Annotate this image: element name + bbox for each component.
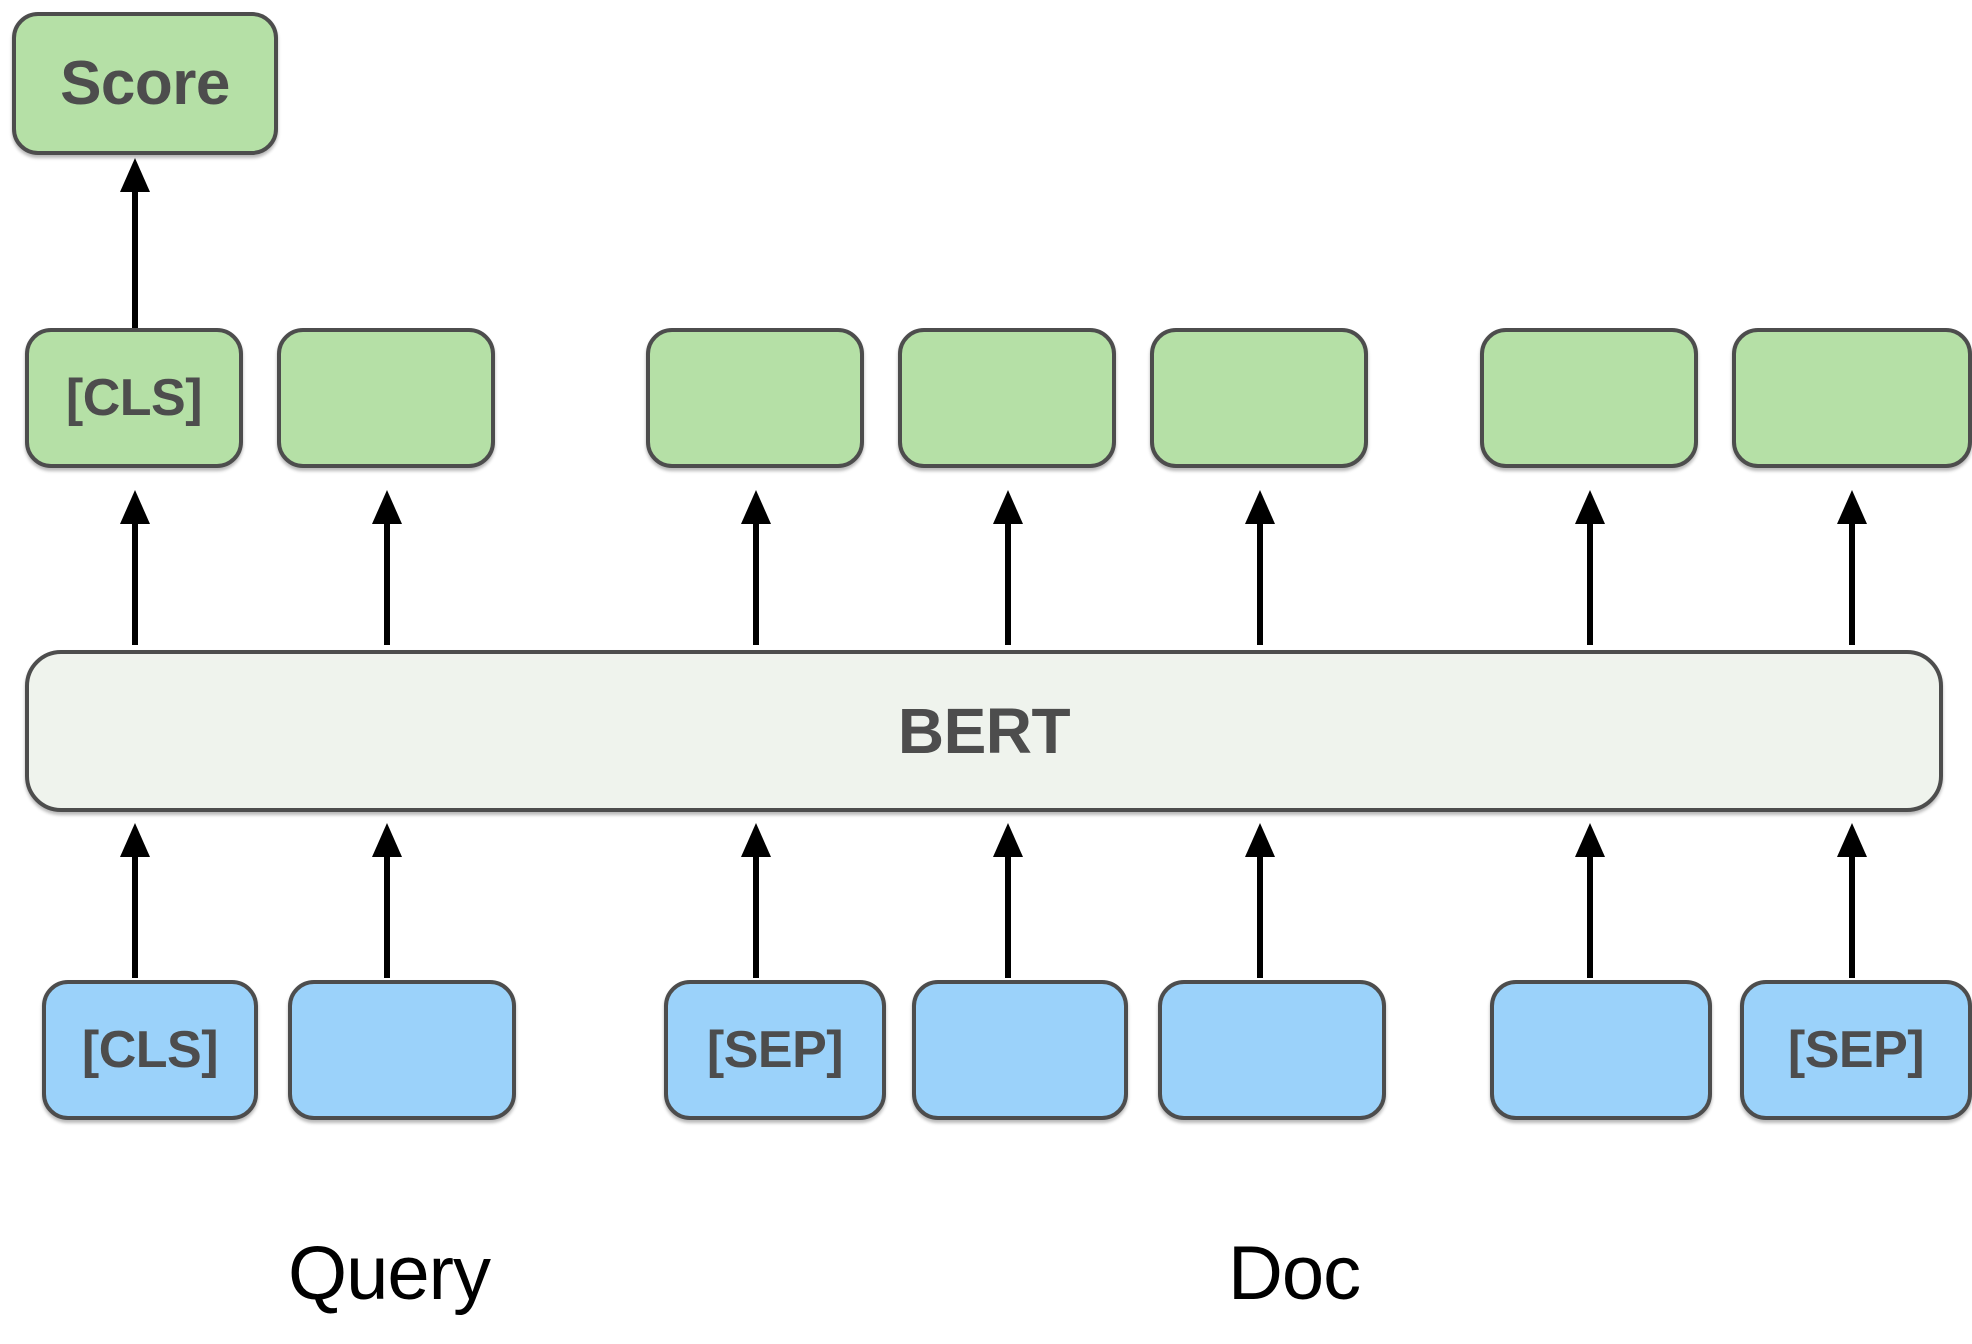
bert-to-output-arrow-3	[986, 490, 1030, 645]
input-token-2[interactable]: [SEP]	[664, 980, 886, 1120]
input-token-6[interactable]: [SEP]	[1740, 980, 1972, 1120]
input-token-6-label: [SEP]	[1787, 1021, 1925, 1079]
input-token-0[interactable]: [CLS]	[42, 980, 258, 1120]
output-token-0[interactable]: [CLS]	[25, 328, 243, 468]
input-to-bert-arrow-2	[734, 823, 778, 978]
output-token-2[interactable]	[646, 328, 864, 468]
input-token-3[interactable]	[912, 980, 1128, 1120]
bert-to-output-arrow-6	[1830, 490, 1874, 645]
output-token-0-label: [CLS]	[65, 369, 203, 427]
input-token-4[interactable]	[1158, 980, 1386, 1120]
bert-to-output-arrow-5	[1568, 490, 1612, 645]
input-to-bert-arrow-4	[1238, 823, 1282, 978]
input-to-bert-arrow-1	[365, 823, 409, 978]
input-to-bert-arrow-0	[113, 823, 157, 978]
input-token-2-label: [SEP]	[706, 1021, 844, 1079]
input-to-bert-arrow-3	[986, 823, 1030, 978]
bert-to-output-arrow-2	[734, 490, 778, 645]
bert-to-output-arrow-0	[113, 490, 157, 645]
input-token-0-label: [CLS]	[81, 1021, 219, 1079]
input-token-1[interactable]	[288, 980, 516, 1120]
bert-to-output-arrow-1	[365, 490, 409, 645]
score-box[interactable]: Score	[12, 12, 278, 155]
output-token-3[interactable]	[898, 328, 1116, 468]
bert-encoder-box[interactable]: BERT	[25, 650, 1943, 812]
output-token-6[interactable]	[1732, 328, 1972, 468]
output-token-4[interactable]	[1150, 328, 1368, 468]
bert-to-output-arrow-4	[1238, 490, 1282, 645]
bert-label: BERT	[897, 695, 1071, 767]
input-token-5[interactable]	[1490, 980, 1712, 1120]
output-token-5[interactable]	[1480, 328, 1698, 468]
input-to-bert-arrow-6	[1830, 823, 1874, 978]
output-token-1[interactable]	[277, 328, 495, 468]
score-label: Score	[60, 49, 230, 118]
query-caption: Query	[288, 1231, 491, 1316]
input-to-bert-arrow-5	[1568, 823, 1612, 978]
doc-caption: Doc	[1228, 1231, 1361, 1316]
cls-to-score-arrow	[113, 158, 157, 328]
